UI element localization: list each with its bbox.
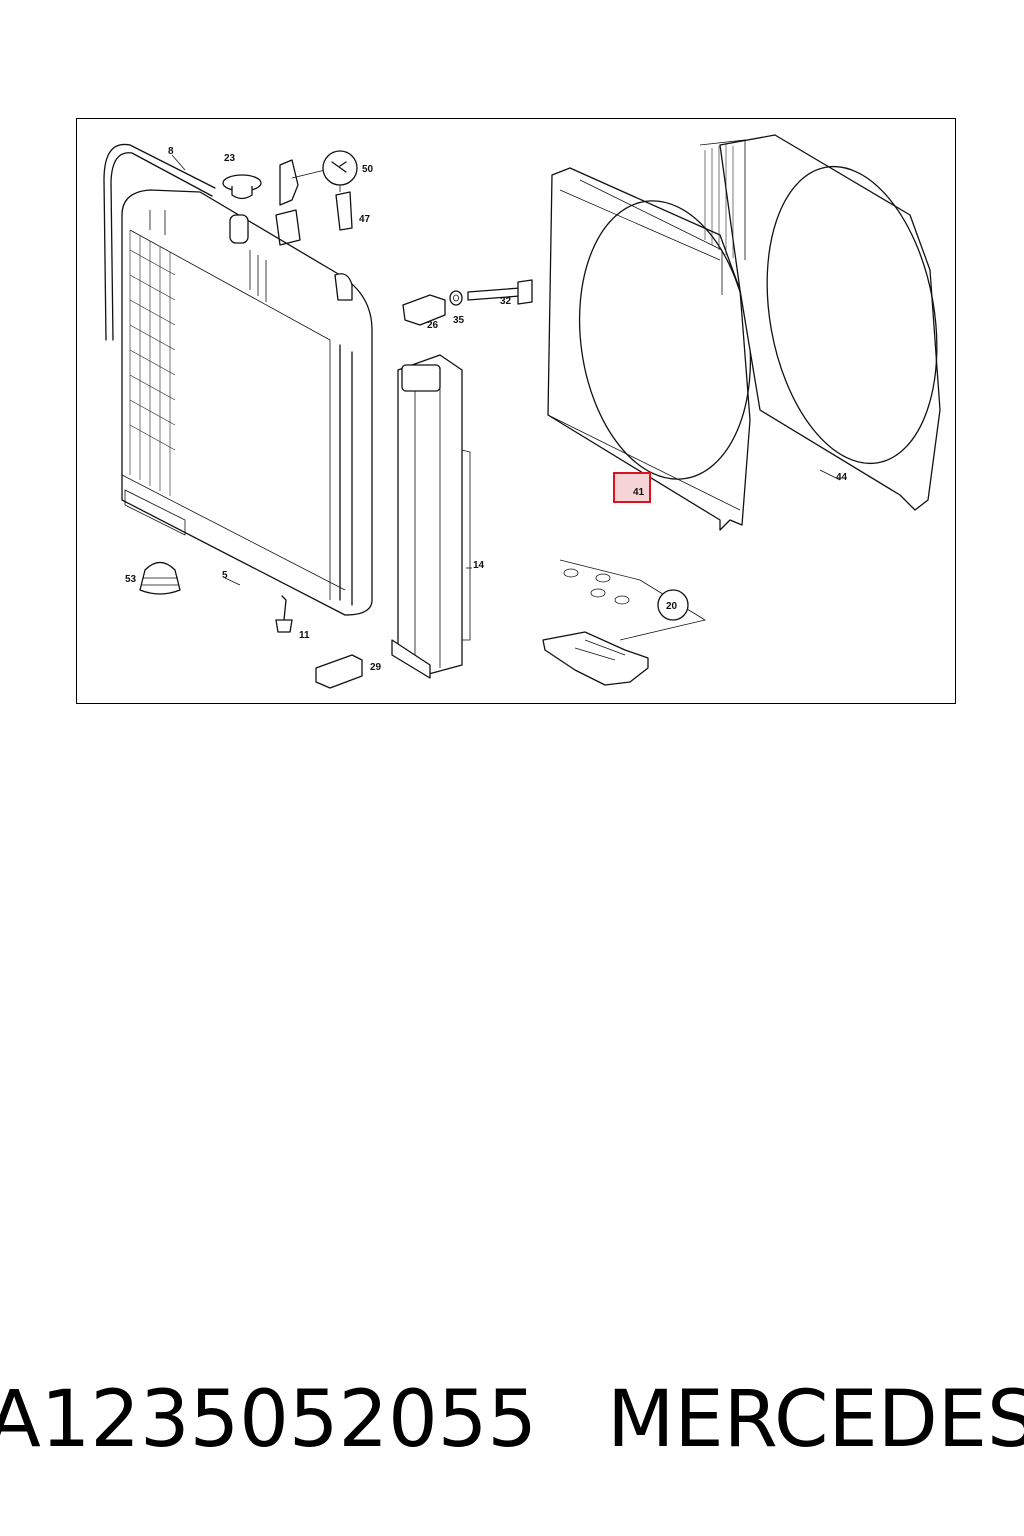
callout-5: 5 xyxy=(222,570,228,581)
part-caption: A1235052055 MERCEDES xyxy=(0,1365,1024,1475)
part-35-washer xyxy=(449,290,463,306)
callout-11: 11 xyxy=(299,630,310,641)
part-44-fan-shroud xyxy=(699,134,941,511)
callout-26: 26 xyxy=(427,320,439,331)
callout-8: 8 xyxy=(168,146,174,157)
callout-41: 41 xyxy=(633,487,645,498)
brand-name: MERCEDES xyxy=(607,1375,1024,1465)
part-5-radiator xyxy=(121,189,373,616)
part-number: A1235052055 xyxy=(0,1375,538,1465)
exploded-parts-diagram: 8 23 50 47 26 35 32 14 5 53 11 29 20 44 … xyxy=(103,134,941,689)
callout-14: 14 xyxy=(473,560,485,571)
part-53-grommet xyxy=(139,561,181,595)
part-23-cap xyxy=(222,174,262,200)
callout-44: 44 xyxy=(836,472,848,483)
part-20-bracket-assembly xyxy=(542,559,707,686)
callout-20: 20 xyxy=(666,601,678,612)
leader-lines xyxy=(171,154,841,586)
callout-53: 53 xyxy=(125,574,137,585)
part-29-clip xyxy=(315,654,363,689)
parts-diagram-frame xyxy=(76,118,956,704)
part-26-bracket xyxy=(402,294,446,326)
part-50-47-brackets xyxy=(275,150,358,246)
callout-50: 50 xyxy=(362,164,374,175)
callout-32: 32 xyxy=(500,296,512,307)
highlight-box-41 xyxy=(613,472,651,503)
callout-47: 47 xyxy=(359,214,371,225)
part-14-oil-cooler xyxy=(391,354,471,679)
part-41-fan-shroud xyxy=(547,167,752,531)
part-32-bolt xyxy=(467,279,533,305)
callout-23: 23 xyxy=(224,153,236,164)
callout-35: 35 xyxy=(453,315,465,326)
part-8-hose xyxy=(103,143,216,341)
part-11-sensor xyxy=(275,595,293,633)
callout-29: 29 xyxy=(370,662,382,673)
